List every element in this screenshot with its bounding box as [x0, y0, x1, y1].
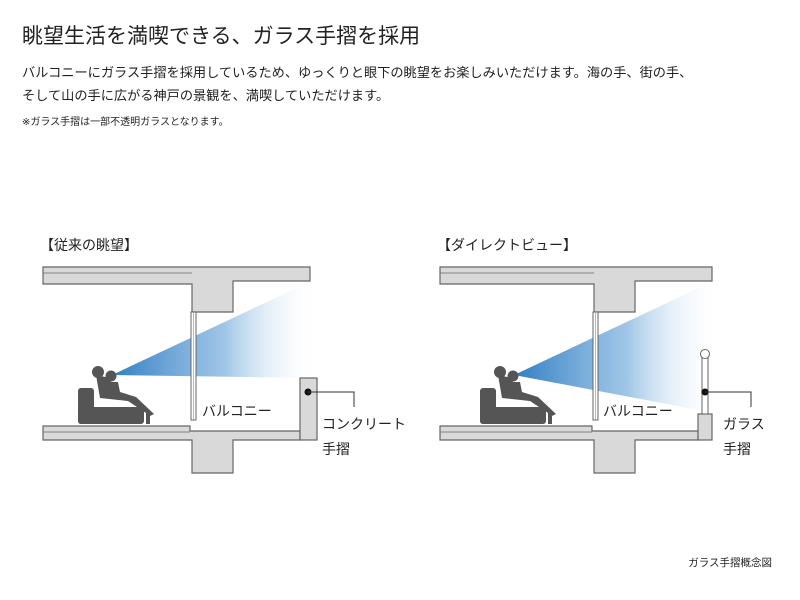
railing-label-conventional-line1: コンクリート	[322, 417, 406, 433]
window-sash	[592, 311, 599, 421]
floor-slab	[42, 425, 301, 474]
floor-slab	[439, 425, 699, 474]
window-sash	[190, 311, 197, 421]
glass-note: ※ガラス手摺は一部不透明ガラスとなります。	[22, 117, 229, 128]
railing-callout	[304, 388, 355, 407]
panel-title-conventional: 【従来の眺望】	[40, 238, 138, 254]
balcony-label-conventional: バルコニー	[202, 404, 272, 420]
seated-people-silhouette	[480, 366, 556, 424]
balcony-label-direct-view: バルコニー	[603, 404, 673, 420]
intro-text: バルコニーにガラス手摺を採用しているため、ゆっくりと眼下の眺望をお楽しみいただけ…	[22, 62, 782, 108]
railing-label-conventional-line2: 手摺	[322, 442, 350, 458]
panel-direct-view: 【ダイレクトビュー】	[437, 238, 765, 474]
page-title: 眺望生活を満喫できる、ガラス手摺を採用	[22, 24, 421, 48]
view-cone	[514, 278, 720, 414]
railing-label-direct-view-line1: ガラス	[723, 417, 765, 433]
panel-conventional: 【従来の眺望】 バ	[40, 238, 406, 474]
intro-line-2: そして山の手に広がる神戸の景観を、満喫していただけます。	[22, 89, 390, 104]
glass-railing	[697, 349, 713, 441]
panel-title-direct-view: 【ダイレクトビュー】	[437, 238, 577, 254]
seated-people-silhouette	[78, 366, 154, 424]
railing-callout	[701, 388, 752, 407]
concrete-railing	[299, 377, 318, 441]
railing-label-direct-view-line2: 手摺	[723, 442, 751, 458]
upper-slab	[42, 266, 311, 313]
intro-line-1: バルコニーにガラス手摺を採用しているため、ゆっくりと眼下の眺望をお楽しみいただけ…	[22, 66, 693, 81]
upper-slab	[439, 266, 713, 313]
diagram-caption: ガラス手摺概念図	[688, 557, 772, 569]
view-cone	[112, 278, 318, 378]
